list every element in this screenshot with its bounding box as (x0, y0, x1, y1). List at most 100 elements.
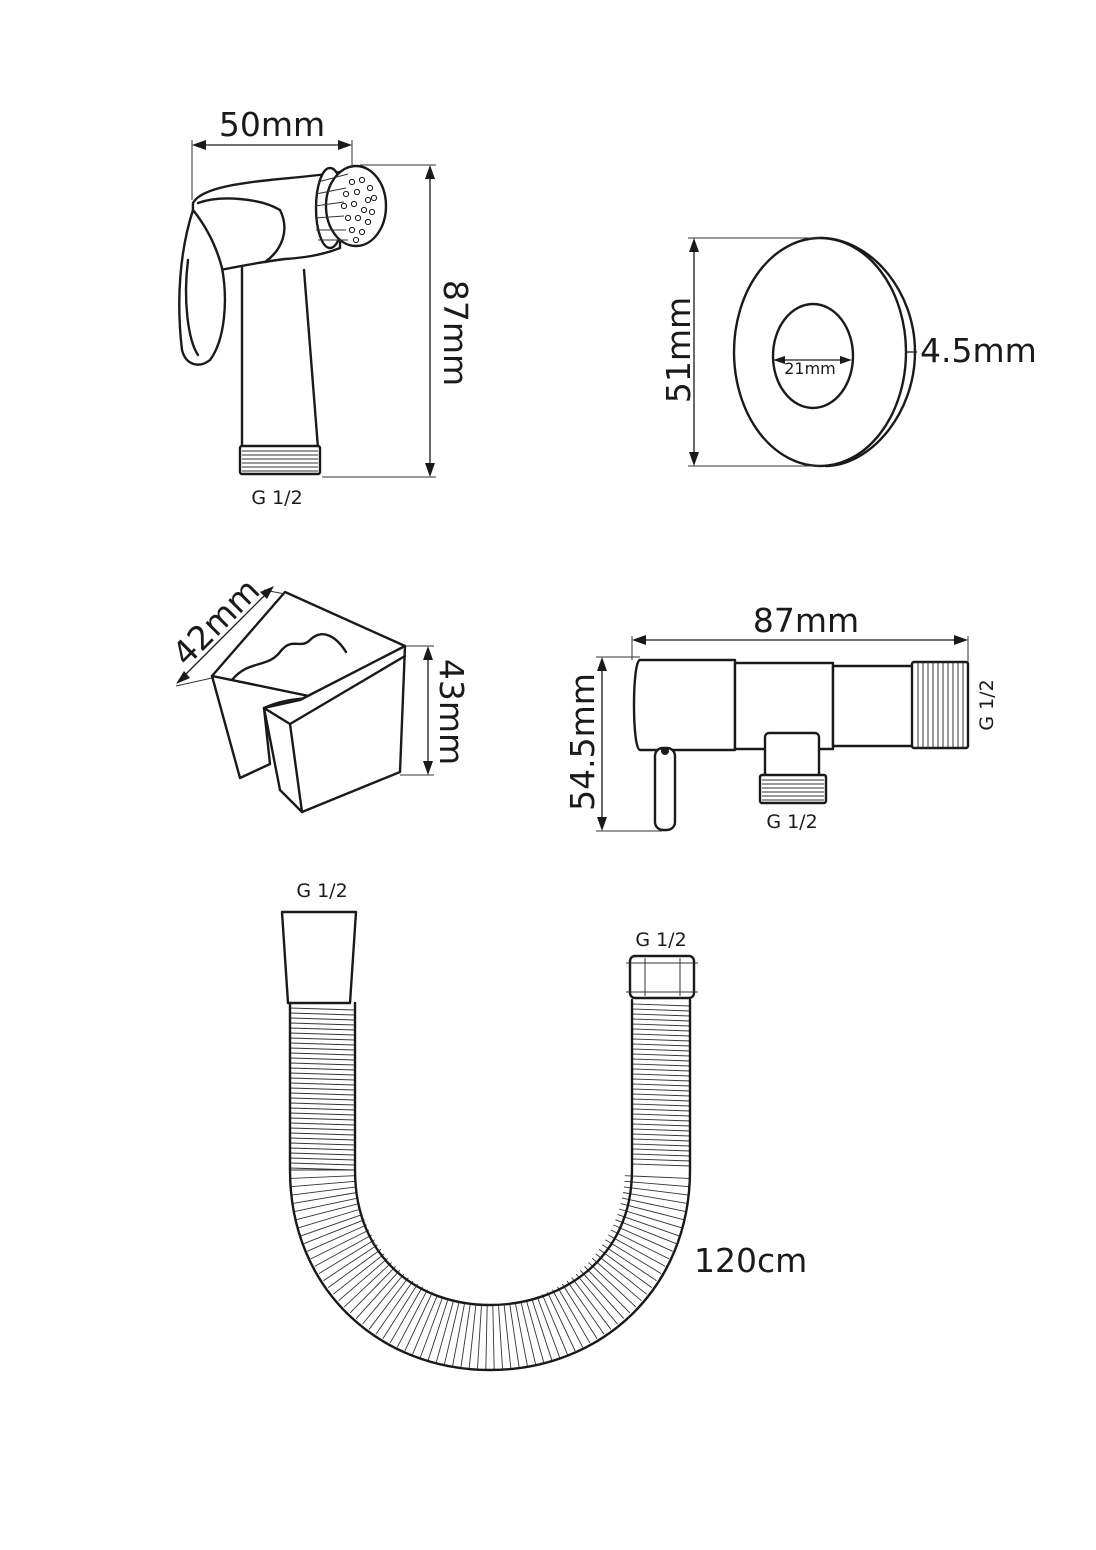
hose-rib (289, 1102, 356, 1106)
hose-rib (460, 1303, 471, 1368)
hose-rib (631, 1163, 691, 1167)
hose-rib (598, 1249, 653, 1288)
hose-rib (631, 1018, 691, 1022)
hose-rib (289, 1052, 356, 1056)
hose-rib (327, 1249, 382, 1288)
hose-rib (631, 1043, 691, 1047)
hose-left-connector (280, 910, 358, 1005)
hose-rib (525, 1299, 545, 1363)
hose-rib (631, 1113, 691, 1117)
hose-rib (298, 1208, 361, 1229)
hose-rib (289, 1142, 356, 1146)
hose-rib (435, 1299, 455, 1363)
spray-hole (364, 196, 372, 204)
hose-rib (289, 1107, 356, 1111)
hand-sprayer: 50mm 87mm G 1/2 (178, 105, 475, 509)
hose-rib (296, 1203, 360, 1221)
hose-rib (631, 1118, 691, 1122)
holder-height-label: 43mm (432, 659, 471, 765)
wall-holder: 42mm 43mm (164, 570, 471, 814)
valve-side-thread-label: G 1/2 (976, 679, 998, 730)
hose-rib (492, 1304, 495, 1371)
hose-rib (323, 1244, 378, 1282)
hose-rib (292, 1192, 357, 1204)
hose-rib (476, 1304, 482, 1370)
hose-rib (290, 1180, 356, 1188)
hose-rib (310, 1229, 370, 1260)
hose-rib (396, 1289, 428, 1348)
hose-rib (382, 1283, 419, 1340)
hose-rib (289, 1032, 356, 1036)
spray-hole (352, 236, 360, 244)
hose-rib (303, 1219, 365, 1245)
hose-rib (605, 1239, 662, 1274)
hose-rib (514, 1302, 528, 1367)
hose-rib (631, 1013, 691, 1017)
hose-rib (289, 1072, 356, 1076)
spray-holes (340, 176, 378, 244)
hose-rib (617, 1213, 680, 1237)
hose-rib (289, 1157, 356, 1161)
spray-hole (344, 214, 352, 222)
hose-rib (338, 1257, 389, 1302)
hose-rib (631, 1078, 691, 1082)
sprayer-thread (238, 444, 322, 476)
hose-rib (289, 1037, 356, 1041)
hose-rib (631, 1123, 691, 1127)
hose-rib (631, 1063, 691, 1067)
hose-rib (289, 1127, 356, 1131)
spray-hole (348, 226, 356, 234)
hose-rib (531, 1298, 553, 1361)
hose-rib (289, 1017, 356, 1021)
hose-rib (419, 1296, 444, 1358)
hose-rib (427, 1298, 449, 1361)
hose-rib (579, 1269, 625, 1319)
hose-rib (631, 1098, 691, 1102)
hose-right-thread-label: G 1/2 (635, 929, 686, 951)
hose-rib (631, 1038, 691, 1042)
hose-rib (452, 1302, 466, 1367)
hose-rib (368, 1277, 409, 1330)
angle-valve: 87mm 54.5mm G 1/2 G 1/2 (563, 601, 998, 833)
hose-rib (631, 1128, 691, 1132)
hose-rib (547, 1292, 576, 1352)
hose-rib (608, 1234, 666, 1267)
spray-hole (354, 214, 362, 222)
hose-rib (631, 1058, 691, 1062)
flexible-hose: G 1/2 G 1/2 120cm (280, 880, 807, 1372)
hose-rib (631, 1153, 691, 1157)
spray-hole (358, 228, 366, 236)
hose-rib (289, 1077, 356, 1081)
hose-rib (349, 1266, 396, 1314)
spray-hole (348, 178, 356, 186)
spray-hole (366, 184, 374, 192)
hose-rib (631, 1108, 691, 1112)
spray-hole (370, 194, 378, 202)
hose-rib (520, 1301, 537, 1365)
hose-rib (631, 1023, 691, 1027)
hose-rib (343, 1262, 392, 1308)
hose-rib (631, 1053, 691, 1057)
hose-rib (631, 1068, 691, 1072)
spray-hole (340, 202, 348, 210)
hose-rib (289, 1057, 356, 1061)
hose-rib (355, 1269, 401, 1319)
hose-rib (289, 1007, 356, 1011)
hose-rib (631, 1103, 691, 1107)
hose-rib (289, 1132, 356, 1136)
hose-rib (289, 1092, 356, 1096)
flange-hole-label: 21mm (784, 359, 836, 378)
hose-rib (289, 1027, 356, 1031)
hose-rib (503, 1304, 512, 1369)
spray-hole (358, 176, 366, 184)
hose-rib (620, 1203, 684, 1221)
hose-rib (631, 1088, 691, 1092)
hose-rib (571, 1277, 612, 1330)
hose-rib (289, 1012, 356, 1016)
hose-rib (289, 1112, 356, 1116)
hose-rib (631, 1008, 691, 1012)
hose-rib (289, 1117, 356, 1121)
hose-rib (591, 1257, 642, 1302)
hose-rib (595, 1253, 647, 1295)
